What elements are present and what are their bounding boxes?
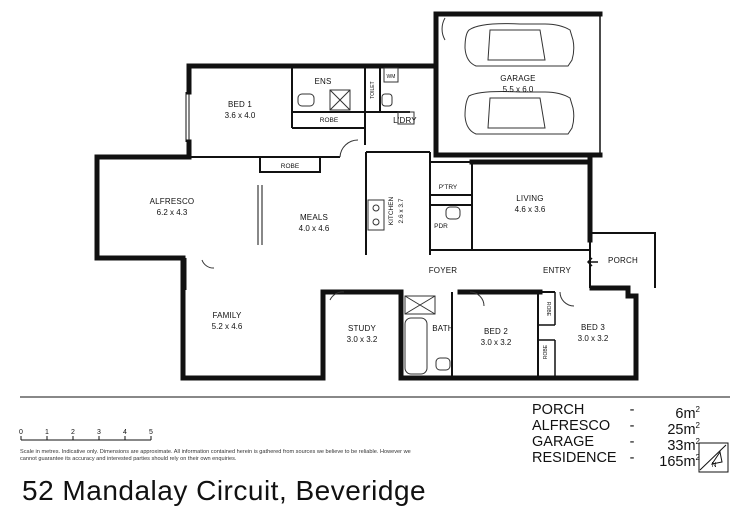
room-ptry-name: P'TRY (439, 184, 458, 191)
area-dash: - (629, 450, 635, 466)
area-row-garage: GARAGE - 33m2 (532, 434, 700, 454)
room-meals-name: MEALS (300, 213, 328, 222)
area-row-residence: RESIDENCE - 165m2 (532, 450, 700, 470)
area-name: RESIDENCE (532, 450, 617, 466)
room-pdr-name: PDR (434, 223, 448, 230)
room-bed2-name: BED 2 (484, 327, 508, 336)
compass-icon: N (698, 442, 729, 473)
scale-labels: 0 1 2 3 4 5 (19, 429, 153, 436)
area-value: 33m2 (667, 437, 700, 454)
room-robe4-name: ROBE (543, 344, 549, 359)
area-dash: - (629, 402, 635, 418)
scale-bar (20, 436, 152, 441)
scale-tick-label: 3 (97, 429, 101, 436)
room-kitchen-name: KITCHEN (388, 196, 395, 225)
compass-north-label: N (711, 462, 716, 469)
area-row-porch: PORCH - 6m2 (532, 402, 700, 422)
room-bath-name: BATH (432, 324, 454, 333)
room-living-name: LIVING (516, 194, 543, 203)
room-foyer-name: FOYER (429, 266, 458, 275)
area-name: PORCH (532, 402, 585, 418)
exterior-walls (94, 11, 639, 381)
area-value: 6m2 (675, 405, 700, 422)
property-address: 52 Mandalay Circuit, Beveridge (22, 475, 427, 506)
room-bed3-dims: 3.0 x 3.2 (578, 334, 609, 343)
car-icon-1 (464, 23, 575, 67)
area-summary: PORCH - 6m2 ALFRESCO - 25m2 GARAGE - 33m… (532, 402, 700, 470)
room-family-name: FAMILY (212, 311, 242, 320)
area-value: 25m2 (667, 421, 700, 438)
room-wm-name: WM (387, 74, 396, 80)
scale-tick-label: 0 (19, 429, 23, 436)
room-study-dims: 3.0 x 3.2 (347, 335, 378, 344)
room-toilet-name: TOILET (370, 81, 376, 98)
room-bed1-dims: 3.6 x 4.0 (225, 111, 256, 120)
room-living-dims: 4.6 x 3.6 (515, 205, 546, 214)
room-robe1-name: ROBE (320, 117, 339, 124)
area-dash: - (629, 434, 635, 450)
disclaimer-text: Scale in metres. Indicative only. Dimens… (20, 449, 411, 462)
room-labels: GARAGE 5.5 x 6.0 ENS WM TOILET BED 1 3.6… (150, 74, 638, 359)
scale-tick-label: 1 (45, 429, 49, 436)
room-garage-dims: 5.5 x 6.0 (503, 85, 534, 94)
room-robe3-name: ROBE (545, 302, 551, 317)
room-bed1-name: BED 1 (228, 100, 252, 109)
fixtures (201, 17, 598, 375)
room-porch-name: PORCH (608, 256, 638, 265)
area-name: ALFRESCO (532, 418, 611, 434)
room-meals-dims: 4.0 x 4.6 (299, 224, 330, 233)
room-entry-name: ENTRY (543, 266, 571, 275)
scale-tick-label: 4 (123, 429, 127, 436)
scale-tick-label: 5 (149, 429, 153, 436)
room-bed3-name: BED 3 (581, 323, 605, 332)
area-row-alfresco: ALFRESCO - 25m2 (532, 418, 700, 438)
room-ens-name: ENS (314, 77, 331, 86)
room-kitchen-dims: 2.6 x 3.7 (398, 198, 405, 223)
room-robe2-name: ROBE (281, 163, 300, 170)
room-garage-name: GARAGE (500, 74, 535, 83)
area-name: GARAGE (532, 434, 595, 450)
room-alfresco-dims: 6.2 x 4.3 (157, 208, 188, 217)
area-value: 165m2 (659, 453, 700, 470)
car-icon-2 (464, 91, 575, 135)
room-study-name: STUDY (348, 324, 377, 333)
room-alfresco-name: ALFRESCO (150, 197, 195, 206)
area-dash: - (629, 418, 635, 434)
room-bed2-dims: 3.0 x 3.2 (481, 338, 512, 347)
room-family-dims: 5.2 x 4.6 (212, 322, 243, 331)
room-laundry-name: L'DRY (393, 116, 417, 125)
scale-tick-label: 2 (71, 429, 75, 436)
